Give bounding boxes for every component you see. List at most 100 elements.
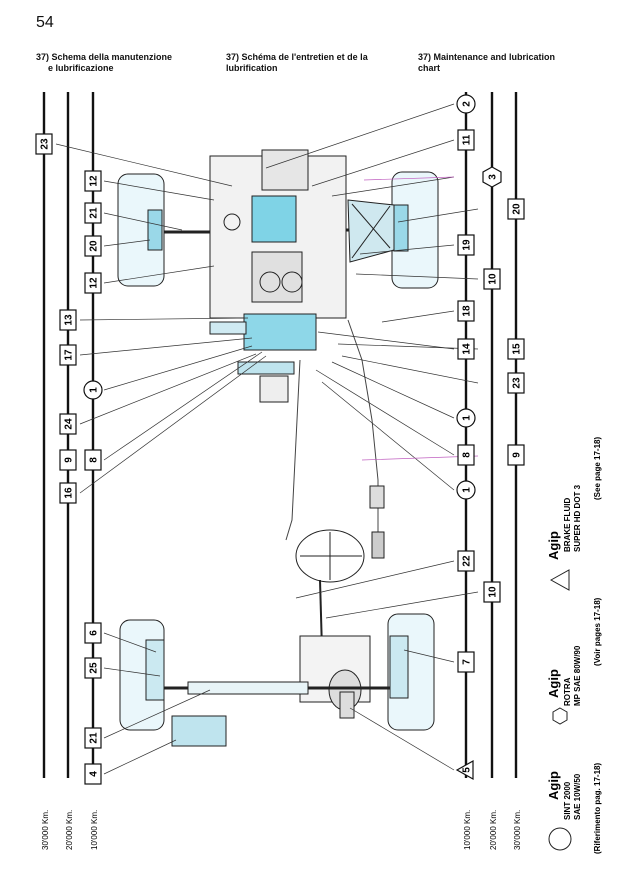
legend3-line1: BRAKE FLUID xyxy=(563,498,572,552)
callout-18: 18 xyxy=(457,300,475,322)
callout-16: 16 xyxy=(59,482,77,504)
gearbox xyxy=(243,313,317,351)
legend2-brand: Agip xyxy=(546,669,561,698)
callout-number: 12 xyxy=(89,175,100,187)
callout-number: 2 xyxy=(462,101,473,107)
callout-number: 1 xyxy=(462,487,473,493)
callout-number: 20 xyxy=(89,240,100,252)
callout-number: 13 xyxy=(64,314,75,326)
callout-3: 3 xyxy=(482,166,502,188)
callout-8: 8 xyxy=(457,444,475,466)
interval-label-10k-right: 10'000 Km. xyxy=(463,810,472,850)
interval-label-20k-left: 20'000 Km. xyxy=(65,810,74,850)
callout-number: 1 xyxy=(89,387,100,393)
legend2-line1: ROTRA xyxy=(563,677,572,706)
callout-1: 1 xyxy=(83,380,103,400)
legend1-brand: Agip xyxy=(546,771,561,800)
callout-number: 9 xyxy=(64,457,75,463)
callout-14: 14 xyxy=(457,338,475,360)
callout-number: 23 xyxy=(40,138,51,150)
callout-markers: 2312212012131712491686252142319181418122… xyxy=(35,94,525,785)
callout-17: 17 xyxy=(59,344,77,366)
legend1-line1: SINT 2000 xyxy=(563,781,572,820)
rear-plate xyxy=(171,715,227,747)
callout-number: 9 xyxy=(512,452,523,458)
leader-lines xyxy=(55,103,479,775)
callout-number: 15 xyxy=(512,343,523,355)
legend-symbol-circle xyxy=(548,827,572,851)
callout-4: 4 xyxy=(84,763,102,785)
callout-10: 10 xyxy=(483,268,501,290)
callout-1: 1 xyxy=(456,480,476,500)
callout-number: 1 xyxy=(462,415,473,421)
callout-number: 21 xyxy=(89,732,100,744)
callout-25: 25 xyxy=(84,657,102,679)
callout-number: 7 xyxy=(462,659,473,665)
callout-21: 21 xyxy=(84,202,102,224)
legend1-line2: SAE 10W/50 xyxy=(573,773,582,820)
callout-2: 2 xyxy=(456,94,476,114)
callout-8: 8 xyxy=(84,449,102,471)
callout-number: 12 xyxy=(89,277,100,289)
heading-french: 37) Schéma de l'entretien et de la lubri… xyxy=(226,52,368,73)
chassis-drawing xyxy=(117,149,439,747)
callout-11: 11 xyxy=(457,129,475,151)
callout-number: 22 xyxy=(462,555,473,567)
callout-9: 9 xyxy=(59,449,77,471)
callout-7: 7 xyxy=(457,651,475,673)
callout-number: 18 xyxy=(462,305,473,317)
callout-5: 5 xyxy=(455,759,474,781)
interval-label-20k-right: 20'000 Km. xyxy=(489,810,498,850)
callout-24: 24 xyxy=(59,413,77,435)
rear-hub-right xyxy=(389,635,409,699)
legend2-line2: MP SAE 80W/90 xyxy=(573,645,582,706)
callout-number: 10 xyxy=(488,586,499,598)
legend-symbol-hexagon xyxy=(552,707,568,725)
legend2-ref: (Voir pages 17-18) xyxy=(593,597,602,666)
callout-number: 11 xyxy=(462,134,473,145)
callout-12: 12 xyxy=(84,272,102,294)
callout-19: 19 xyxy=(457,234,475,256)
callout-number: 16 xyxy=(64,487,75,499)
callout-number: 23 xyxy=(512,377,523,389)
callout-15: 15 xyxy=(507,338,525,360)
legend-region: Agip SINT 2000 SAE 10W/50 (Riferimento p… xyxy=(546,437,602,854)
interval-label-10k-left: 10'000 Km. xyxy=(90,810,99,850)
callout-6: 6 xyxy=(84,622,102,644)
callout-20: 20 xyxy=(84,235,102,257)
callout-number: 8 xyxy=(89,457,100,463)
steering-wheel xyxy=(295,529,365,583)
legend3-line2: SUPER HD DOT 3 xyxy=(573,484,582,552)
rear-hub-left xyxy=(145,639,165,701)
front-hub-left xyxy=(147,209,163,251)
callout-21: 21 xyxy=(84,727,102,749)
engine-cyan-part xyxy=(251,195,297,243)
callout-13: 13 xyxy=(59,309,77,331)
callout-number: 3 xyxy=(488,174,499,180)
callout-number: 25 xyxy=(89,662,100,674)
callout-number: 4 xyxy=(89,771,100,777)
interval-label-30k-right: 30'000 Km. xyxy=(513,810,522,850)
callout-9: 9 xyxy=(507,444,525,466)
callout-number: 14 xyxy=(462,343,473,355)
callout-number: 19 xyxy=(462,239,473,251)
callout-number: 5 xyxy=(462,767,473,773)
callout-10: 10 xyxy=(483,581,501,603)
callout-number: 21 xyxy=(89,207,100,219)
page-number: 54 xyxy=(36,14,54,31)
callout-number: 17 xyxy=(64,349,75,361)
callout-23: 23 xyxy=(35,133,53,155)
callout-number: 8 xyxy=(462,452,473,458)
legend3-ref: (See page 17-18) xyxy=(593,437,602,500)
callout-23: 23 xyxy=(507,372,525,394)
callout-12: 12 xyxy=(84,170,102,192)
legend-symbol-triangle xyxy=(549,569,570,591)
heading-english: 37) Maintenance and lubrication chart xyxy=(418,52,556,73)
callout-number: 24 xyxy=(64,418,75,430)
legend3-brand: Agip xyxy=(546,531,561,560)
callout-number: 20 xyxy=(512,203,523,215)
heading-italian: 37) Schema della manutenzione e lubrific… xyxy=(36,52,173,73)
callout-22: 22 xyxy=(457,550,475,572)
callout-1: 1 xyxy=(456,408,476,428)
